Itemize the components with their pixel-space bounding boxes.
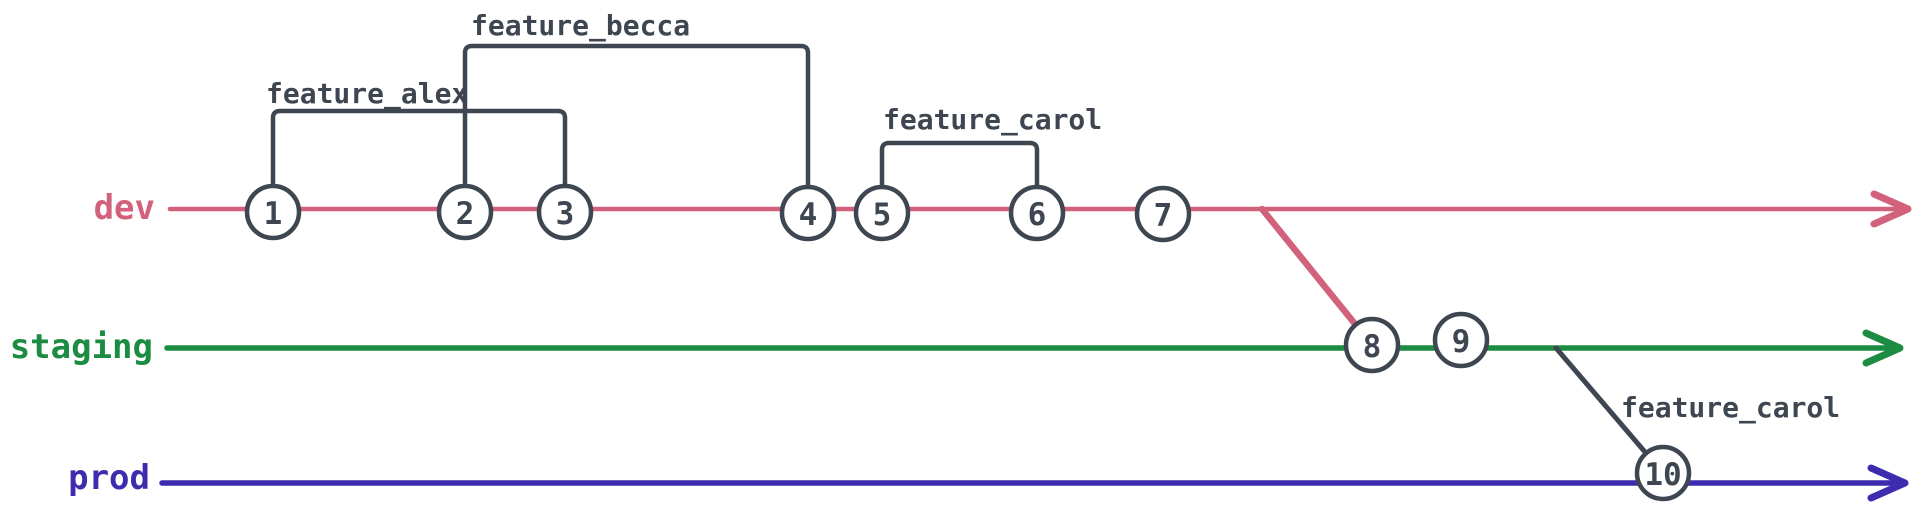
commit-number-2: 2 [456,196,475,232]
commit-node-1 [244,183,302,241]
commit-node-9 [1432,311,1490,369]
commit-number-7: 7 [1154,198,1173,234]
commit-node-4 [779,184,837,242]
feature-bracket-feature_becca [462,43,811,192]
commit-node-2 [436,183,494,241]
feature-bracket-feature_alex [270,108,568,191]
commit-node-3 [536,183,594,241]
commit-number-5: 5 [873,197,892,233]
branch-label-dev: dev [93,188,155,228]
commit-node-7 [1134,185,1192,243]
merge-link-to-commit-10 [1553,345,1647,454]
branch-label-staging: staging [9,327,153,367]
feature-bracket-feature_carol [879,140,1040,192]
commit-node-5 [853,184,911,242]
commit-number-3: 3 [556,196,575,232]
commit-number-10: 10 [1644,457,1681,493]
merge-link-to-commit-8 [1258,205,1358,326]
feature-alex-label: feature_alex [266,77,469,110]
branch-arrow-staging [1862,329,1904,367]
feature-becca-label: feature_becca [471,9,691,42]
commit-number-6: 6 [1028,197,1047,233]
commit-node-8 [1343,316,1401,374]
feature-carol-merge-label: feature_carol [1621,391,1841,424]
commit-number-1: 1 [264,196,283,232]
commit-node-6 [1008,184,1066,242]
branch-label-prod: prod [68,458,150,498]
commit-number-9: 9 [1452,324,1471,360]
branch-arrow-dev [1870,190,1912,228]
feature-carol-label: feature_carol [883,103,1103,136]
commit-number-8: 8 [1363,329,1382,365]
commit-node-10 [1634,444,1692,502]
commit-number-4: 4 [799,197,818,233]
branch-arrow-prod [1867,464,1909,502]
